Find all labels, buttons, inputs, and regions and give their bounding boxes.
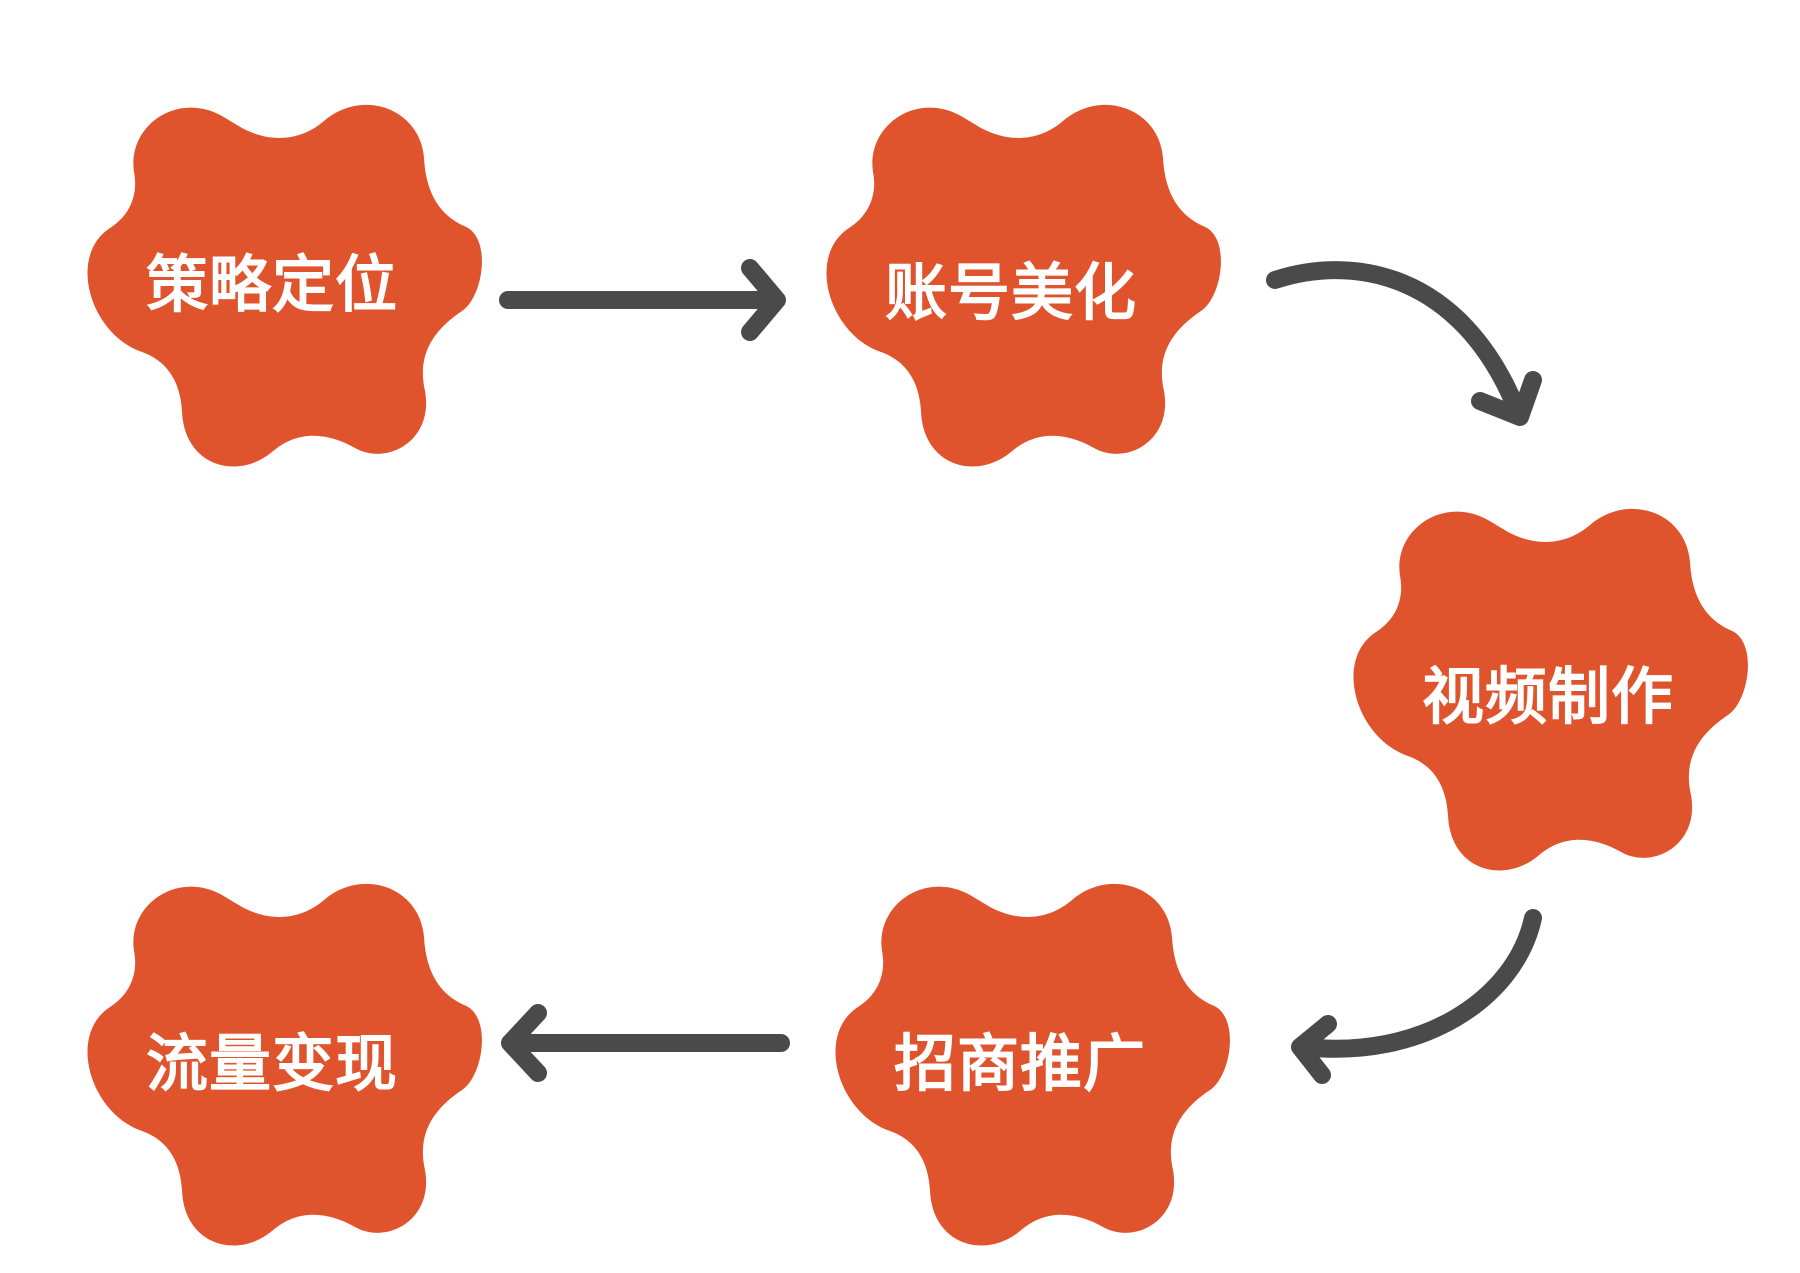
node-label: 策略定位 (146, 248, 398, 321)
node-video: 视频制作 (1353, 508, 1748, 871)
node-strategy: 策略定位 (87, 104, 482, 467)
arrow-head (1291, 1015, 1337, 1084)
arrow-head (741, 259, 786, 341)
node-account: 账号美化 (826, 104, 1221, 467)
node-label: 视频制作 (1422, 660, 1674, 733)
node-label: 账号美化 (885, 256, 1137, 329)
node-label: 流量变现 (146, 1027, 398, 1100)
arrow-right-icon (499, 259, 786, 341)
node-promotion: 招商推广 (835, 883, 1230, 1246)
arrow-head (1471, 371, 1542, 426)
arrow-shaft (1266, 261, 1526, 419)
curved-arrow-down-right-icon (1266, 261, 1542, 426)
arrow-head (501, 1004, 547, 1082)
arrow-left-icon (501, 1004, 790, 1082)
node-label: 招商推广 (894, 1027, 1146, 1100)
arrow-shaft (1296, 909, 1542, 1058)
curved-arrow-down-left-icon (1291, 909, 1542, 1084)
node-monetize: 流量变现 (87, 883, 482, 1246)
